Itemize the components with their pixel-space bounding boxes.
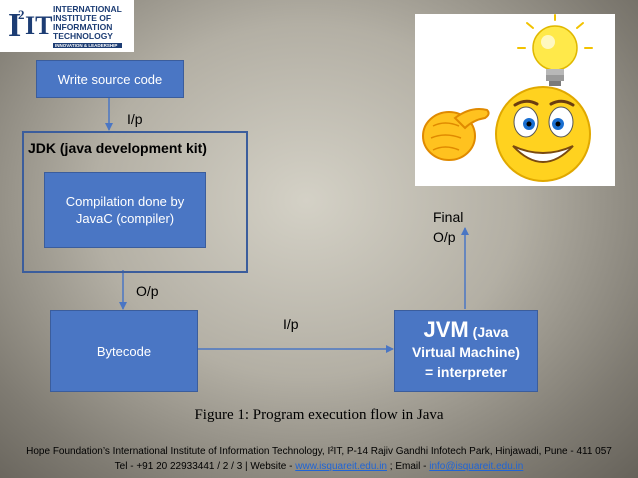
logo-tagline: INNOVATION & LEADERSHIP [53,42,122,48]
footer-email-prefix: ; Email - [386,461,430,472]
jdk-frame [22,131,248,273]
logo-mark-superscript: 2 [18,7,25,22]
smiley-face-icon [495,86,591,182]
logo-line-4: TECHNOLOGY [53,30,113,41]
bytecode-label: Bytecode [96,343,152,359]
jvm-label-line-3: = interpreter [424,364,508,380]
logo-line-2: INSTITUTE OF [53,12,112,23]
footer-phone: Tel - +91 20 22933441 / 2 / 3 | Website … [114,461,296,472]
jvm-box: JVM (Java Virtual Machine) = interpreter [394,310,538,392]
footer-address: Hope Foundation’s International Institut… [26,446,612,457]
email-link[interactable]: info@isquareit.edu.in [429,461,524,472]
input-label-1: I/p [127,111,143,127]
jvm-label: JVM (Java Virtual Machine) = interpreter [412,317,520,382]
lightbulb-icon [517,14,593,86]
jvm-label-line-2: Virtual Machine) [412,344,520,360]
input-label-2: I/p [283,316,299,332]
output-label-1: O/p [136,283,159,299]
jvm-label-small: (Java [468,324,509,340]
footer-contact: Tel - +91 20 22933441 / 2 / 3 | Website … [0,459,638,474]
compilation-box: Compilation done by JavaC (compiler) [44,172,206,248]
bytecode-box: Bytecode [50,310,198,392]
jdk-title: JDK (java development kit) [28,140,207,156]
institute-logo: I 2 IT INTERNATIONAL INSTITUTE OF INFORM… [0,0,134,52]
i2it-logo-mark: I 2 IT [4,3,53,49]
jvm-label-line-1: JVM (Java [412,317,520,342]
write-source-code-label: Write source code [57,71,163,87]
footer: Hope Foundation’s International Institut… [0,444,638,474]
website-link[interactable]: www.isquareit.edu.in [295,461,387,472]
final-output-label-line-2: O/p [433,229,456,245]
compilation-label: Compilation done by JavaC (compiler) [66,193,185,227]
logo-line-1: INTERNATIONAL [53,3,122,14]
smiley-idea-illustration [415,14,615,186]
final-output-label-line-1: Final [433,209,464,225]
logo-line-3: INFORMATION [53,21,113,32]
write-source-code-box: Write source code [36,60,184,98]
logo-mark-i: I [8,7,22,44]
logo-text: INTERNATIONAL INSTITUTE OF INFORMATION T… [53,3,122,48]
figure-caption: Figure 1: Program execution flow in Java [194,407,444,423]
compilation-label-line-2: JavaC (compiler) [75,211,175,226]
logo-mark-it: IT [25,11,53,40]
pointing-hand-icon [422,108,490,161]
compilation-label-line-1: Compilation done by [65,194,185,209]
final-output-label: Final O/p [433,207,463,247]
jvm-label-big: JVM [423,317,469,342]
